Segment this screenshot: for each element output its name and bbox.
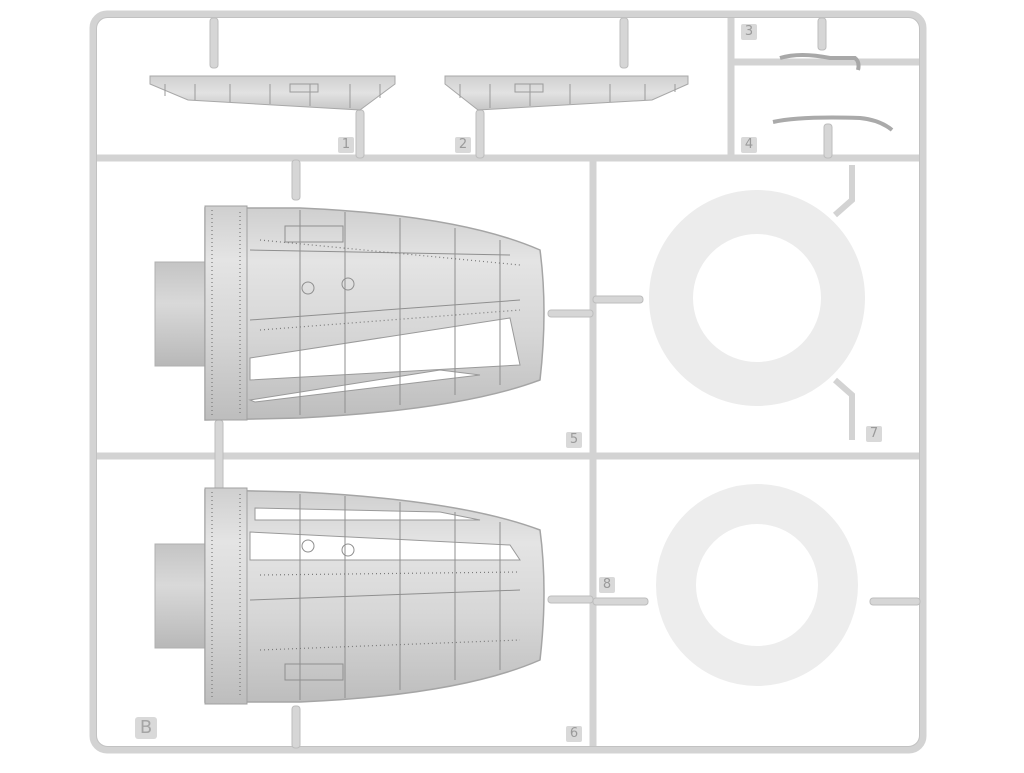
part-7-ring: [649, 165, 865, 440]
part-number-4: 4: [741, 137, 757, 153]
part-2-strip: [444, 75, 689, 111]
part-3-rod: [746, 53, 861, 71]
part-number-3: 3: [741, 24, 757, 40]
part-4-rod: [772, 115, 894, 132]
part-number-5: 5: [566, 432, 582, 448]
sprue-letter: B: [135, 717, 157, 739]
part-5-nacelle: [154, 205, 545, 421]
part-number-6: 6: [566, 726, 582, 742]
part-number-8: 8: [599, 577, 615, 593]
part-number-7: 7: [866, 426, 882, 442]
gates: [209, 17, 921, 749]
part-8-ring: [656, 484, 858, 686]
part-number-2: 2: [455, 137, 471, 153]
part-6-nacelle: [154, 487, 545, 705]
part-1-strip: [149, 75, 396, 111]
part-number-1: 1: [338, 137, 354, 153]
